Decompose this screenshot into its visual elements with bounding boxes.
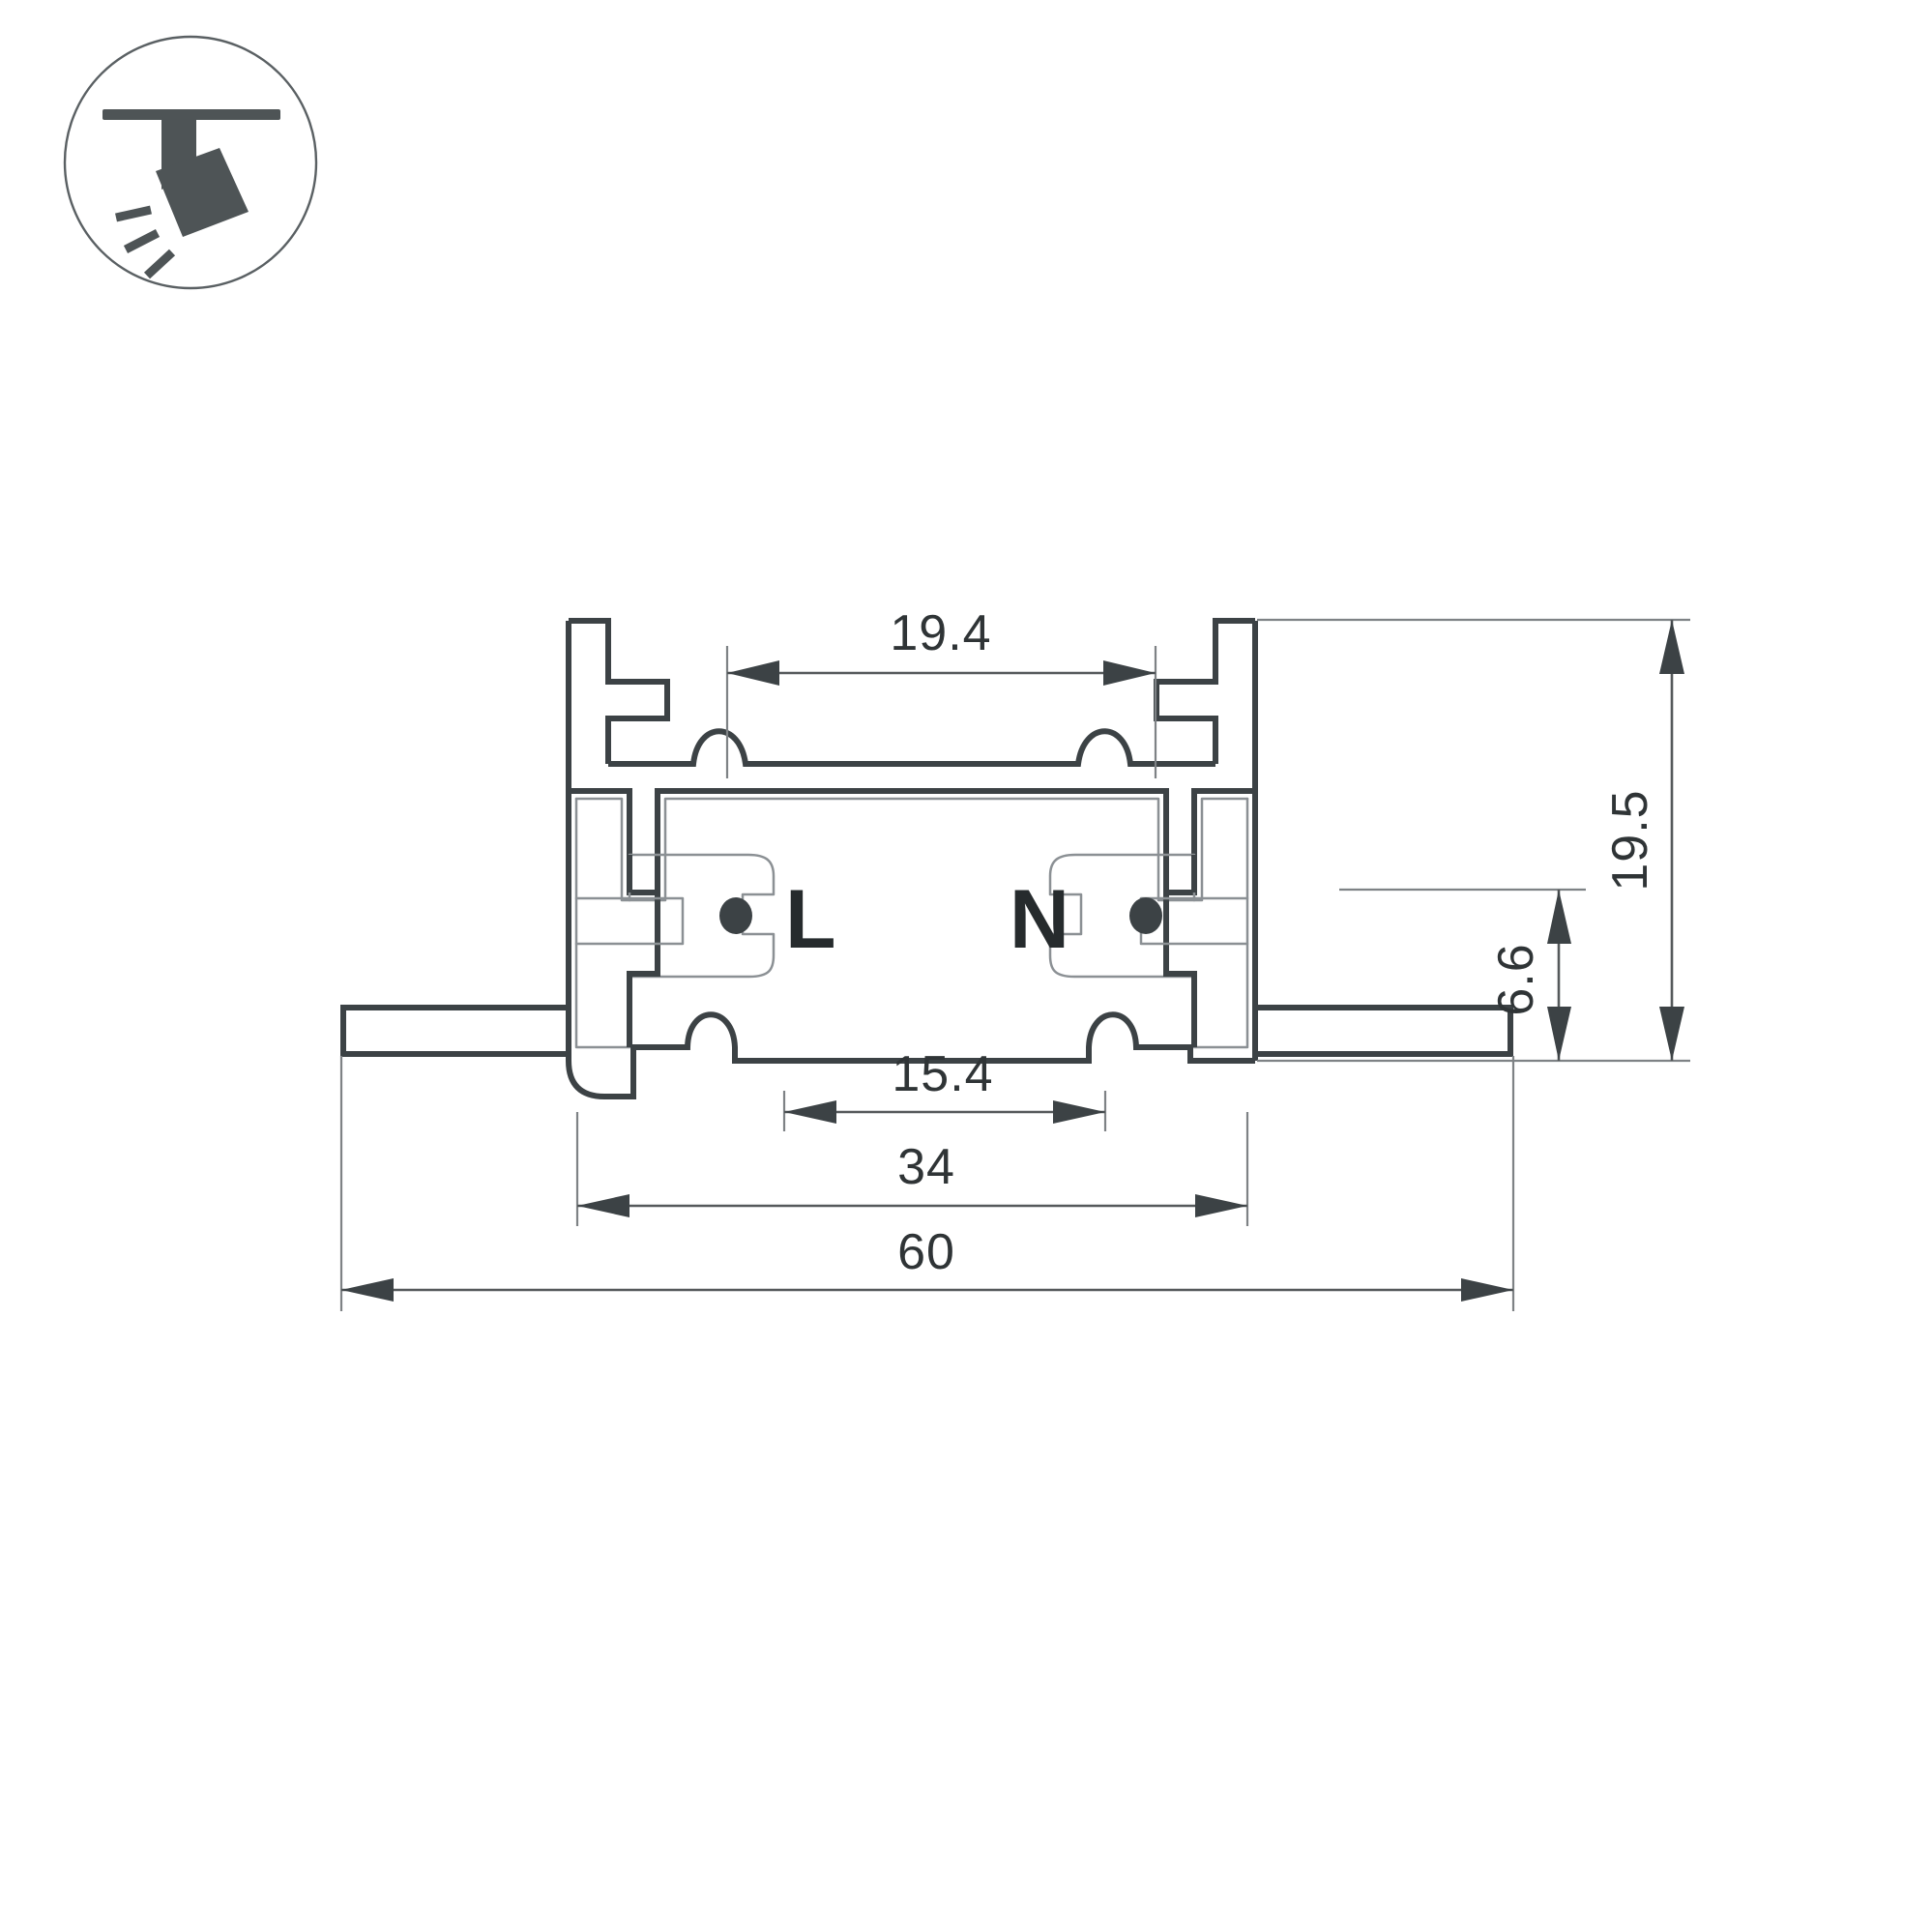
arrowhead-154-left (784, 1100, 836, 1124)
profile-left-ceiling-flange (340, 1005, 569, 1057)
arrowhead-194-right (1103, 660, 1156, 686)
arrowhead-195-top (1659, 620, 1684, 674)
dimension-overall-width: 60 (339, 1056, 1515, 1311)
arrowhead-60-left (341, 1278, 394, 1302)
profile-right-conductor-rail (1163, 893, 1197, 1047)
arrowhead-34-left (577, 1194, 629, 1217)
dim-value-195: 19.5 (1602, 789, 1658, 891)
profile-left-inner-rib (574, 896, 685, 946)
dimension-flange-height: 6.6 (1339, 888, 1586, 1061)
profile-right-ceiling-flange (1255, 1005, 1513, 1057)
pole-label-live: L (785, 873, 836, 966)
logo-ray-2 (123, 228, 161, 254)
profile-left-conductor-rail (627, 893, 660, 1047)
pole-label-neutral: N (1010, 873, 1069, 966)
arrowhead-195-bottom (1659, 1007, 1684, 1061)
arrowhead-34-right (1195, 1194, 1247, 1217)
arrowhead-66-top (1547, 890, 1571, 944)
profile-left-top-hook (569, 618, 670, 764)
profile-inner-chamber-top-thin (574, 797, 1249, 902)
dim-value-194: 19.4 (890, 605, 991, 661)
profile-right-bottom (922, 1011, 1255, 1064)
dim-value-66: 6.6 (1488, 943, 1544, 1015)
dimension-body-width: 34 (575, 1112, 1249, 1226)
profile-right-insulator (1048, 797, 1249, 1049)
track-light-icon (63, 35, 318, 290)
profile-right-top-groove-floor (922, 728, 1215, 767)
dimension-inner-slot-width: 19.4 (725, 605, 1157, 778)
profile-left-bottom (566, 1011, 922, 1099)
dim-value-60: 60 (897, 1224, 955, 1280)
profile-right-top-hook (1154, 618, 1255, 764)
arrowhead-66-bottom (1547, 1007, 1571, 1061)
dimension-overall-height: 19.5 (1257, 618, 1690, 1063)
arrowhead-194-left (727, 660, 779, 686)
logo-ceiling-bar (102, 109, 280, 120)
dim-value-154: 15.4 (892, 1046, 993, 1102)
profile-inner-chamber-top (569, 788, 1255, 895)
profile-left-insulator (574, 797, 776, 1049)
logo-ray-3 (143, 249, 176, 279)
dim-value-34: 34 (897, 1139, 955, 1195)
arrowhead-154-right (1053, 1100, 1105, 1124)
dimension-bottom-slot-width: 15.4 (782, 1046, 1107, 1131)
logo-lamp-head (156, 148, 249, 237)
profile-left-top-groove-floor (608, 728, 922, 767)
contact-dot-live (719, 897, 752, 934)
logo-ray-1 (115, 205, 152, 222)
contact-dot-neutral (1129, 897, 1162, 934)
track-rail-profile: L N (340, 618, 1513, 1099)
arrowhead-60-right (1461, 1278, 1513, 1302)
